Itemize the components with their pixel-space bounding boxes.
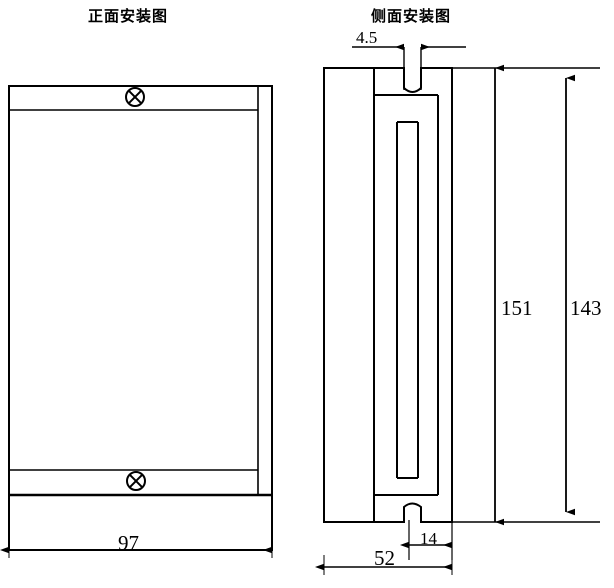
side-view-inner-profile	[374, 94, 439, 496]
dimension-label-143: 143	[570, 296, 602, 320]
side-slot-width-dimension	[352, 43, 466, 90]
screw-cross-icon	[127, 89, 143, 105]
front-view-title: 正面安装图	[88, 7, 169, 25]
front-view-geometry	[8, 85, 273, 551]
front-view-bands	[9, 109, 258, 471]
side-bottom-tab	[403, 502, 422, 523]
front-width-dimension	[0, 540, 273, 558]
dimension-label-151: 151	[501, 296, 533, 320]
dimension-label-14: 14	[420, 529, 437, 548]
screw-circle-icon	[125, 87, 145, 107]
side-view-title: 侧面安装图	[371, 7, 452, 25]
dimension-label-4-5: 4.5	[356, 28, 378, 47]
front-top-screw	[125, 87, 145, 107]
screw-cross-icon	[128, 473, 144, 489]
screw-circle-icon	[126, 471, 146, 491]
front-bottom-screw	[126, 471, 146, 491]
side-top-slot	[403, 67, 422, 93]
dimension-label-97: 97	[118, 531, 139, 555]
side-view-geometry	[323, 67, 453, 523]
dimension-label-52: 52	[374, 546, 395, 570]
side-vertical-extension-lines	[452, 67, 600, 523]
side-tab-dimension	[400, 520, 453, 560]
